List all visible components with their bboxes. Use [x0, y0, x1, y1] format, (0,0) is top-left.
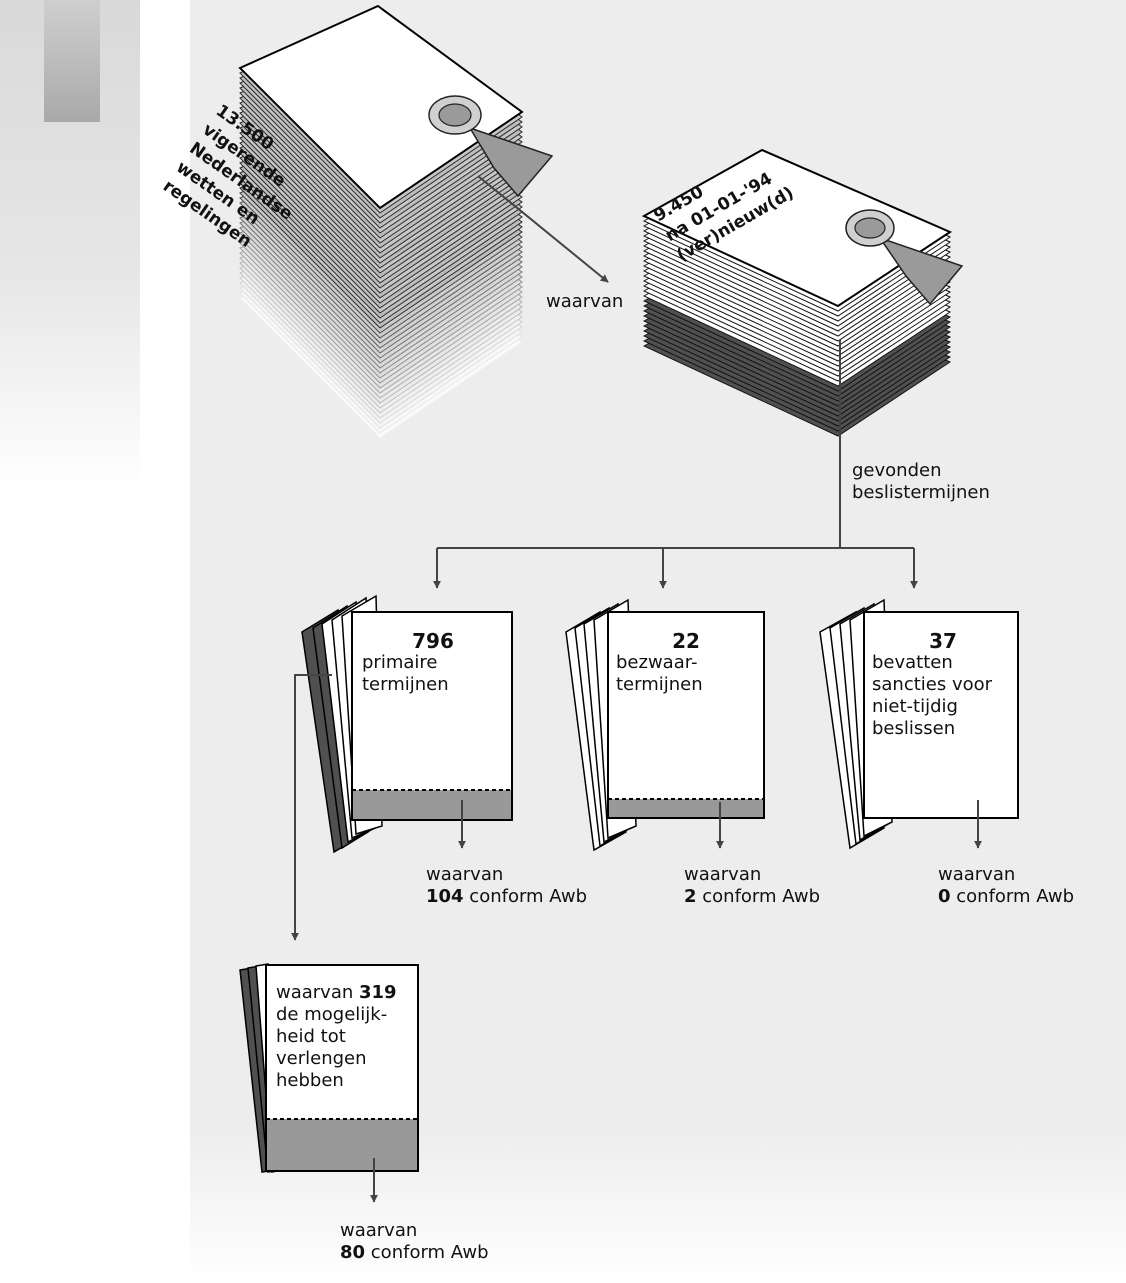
- result-primary: waarvan 104 conform Awb: [426, 864, 587, 908]
- waarvan-label: waarvan: [546, 291, 624, 312]
- result-count: 2: [684, 886, 697, 907]
- card-line: termijnen: [362, 674, 449, 695]
- result-prefix: waarvan: [684, 864, 762, 885]
- card-number: 22: [672, 629, 700, 653]
- result-sanctions: waarvan 0 conform Awb: [938, 864, 1074, 908]
- found-terms-line: gevonden: [852, 460, 942, 481]
- card-line: bezwaar-: [616, 652, 698, 673]
- card-number: 796: [412, 629, 454, 653]
- seal-icon: [845, 209, 964, 306]
- card-line: beslissen: [872, 718, 956, 739]
- extension-count: 319: [359, 982, 397, 1003]
- found-terms-line: beslistermijnen: [852, 482, 990, 503]
- result-count: 80: [340, 1242, 366, 1263]
- card-line: sancties voor: [872, 674, 993, 695]
- connector-primary-to-extension: [291, 674, 332, 941]
- arrow-main-to-renewed: [477, 175, 609, 283]
- card-line: niet-tijdig: [872, 696, 958, 717]
- card-sanctions-stack: [819, 598, 1019, 850]
- result-objection: waarvan 2 conform Awb: [684, 864, 820, 908]
- result-prefix: waarvan: [938, 864, 1016, 885]
- extension-card-text: waarvan 319 de mogelijk- heid tot verlen…: [276, 982, 414, 1092]
- card-number: 37: [929, 629, 957, 653]
- card-line: termijnen: [616, 674, 703, 695]
- card-sanctions-text: 37 bevatten sancties voor niet-tijdig be…: [872, 630, 1014, 740]
- result-prefix: waarvan: [340, 1220, 418, 1241]
- seal-icon: [428, 95, 554, 198]
- renewed-stack-top-sheet: [641, 148, 953, 308]
- main-stack-top-sheet: [238, 4, 524, 210]
- extension-line: hebben: [276, 1070, 344, 1091]
- found-terms-label: gevonden beslistermijnen: [852, 460, 990, 504]
- card-objection-stack: [565, 598, 765, 852]
- extension-line: heid tot: [276, 1026, 346, 1047]
- result-suffix: conform Awb: [950, 886, 1074, 907]
- extension-line: de mogelijk-: [276, 1004, 388, 1025]
- extension-card-stack: [239, 963, 419, 1173]
- result-prefix: waarvan: [426, 864, 504, 885]
- card-objection-text: 22 bezwaar- termijnen: [616, 630, 756, 696]
- result-extension: waarvan 80 conform Awb: [340, 1220, 489, 1264]
- result-count: 104: [426, 886, 464, 907]
- extension-prefix: waarvan: [276, 982, 359, 1003]
- card-primary-text: 796 primaire termijnen: [362, 630, 504, 696]
- extension-line: verlengen: [276, 1048, 367, 1069]
- result-suffix: conform Awb: [463, 886, 588, 907]
- card-line: bevatten: [872, 652, 953, 673]
- card-primary-stack: [301, 594, 513, 854]
- result-suffix: conform Awb: [365, 1242, 489, 1263]
- result-count: 0: [938, 886, 951, 907]
- result-suffix: conform Awb: [696, 886, 820, 907]
- left-decorative-tab: [44, 0, 100, 122]
- card-line: primaire: [362, 652, 438, 673]
